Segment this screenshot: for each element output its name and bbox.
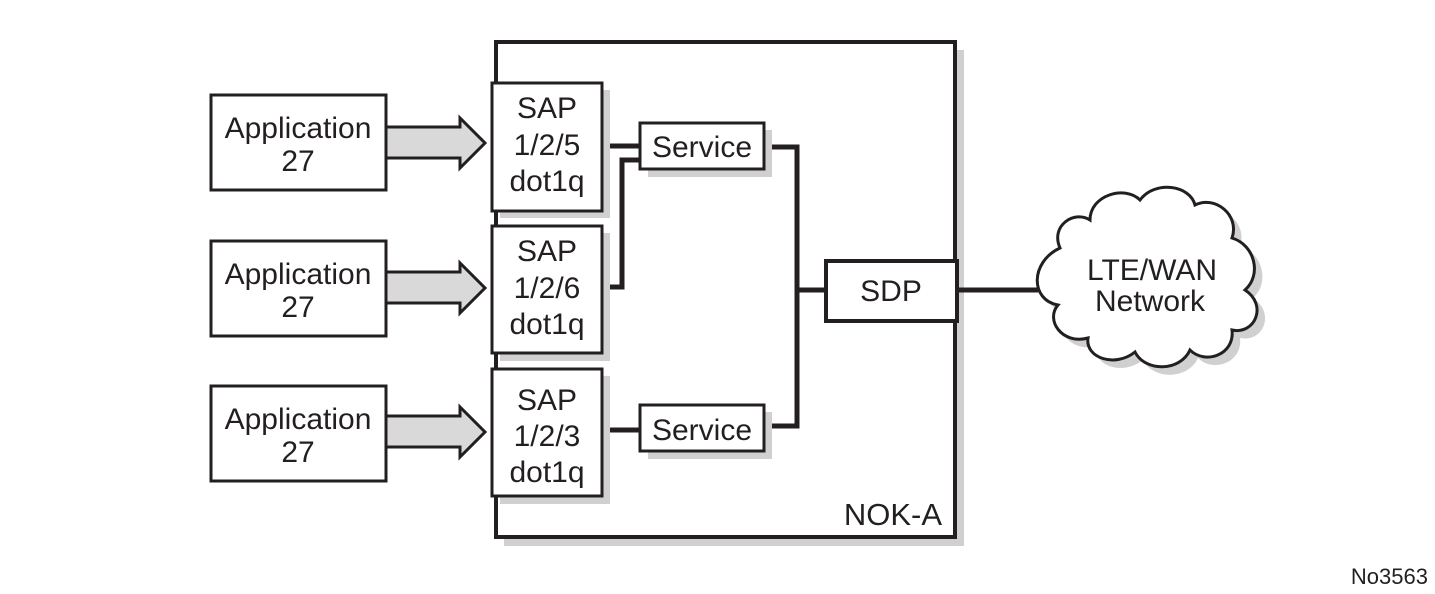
sdp-label: SDP — [860, 275, 922, 308]
sap-port: 1/2/6 — [514, 272, 581, 305]
service-box — [638, 121, 766, 171]
application-label: Application — [225, 258, 372, 291]
sap-1-2-3: SAP 1/2/3 dot1q — [490, 367, 610, 504]
sap-1-2-6: SAP 1/2/6 dot1q — [490, 224, 610, 361]
sap-port: 1/2/3 — [514, 420, 581, 453]
sap-box — [490, 367, 604, 498]
sap-box — [490, 224, 604, 355]
application-3: Application 27 — [209, 384, 388, 483]
sap-encap: dot1q — [509, 165, 584, 198]
application-1: Application 27 — [209, 93, 388, 192]
sap-label: SAP — [517, 92, 577, 125]
application-2: Application 27 — [209, 239, 388, 338]
application-label: Application — [225, 403, 372, 436]
service-box — [638, 403, 766, 453]
network-cloud: LTE/WAN Network — [1035, 185, 1266, 375]
sdp-box — [824, 259, 959, 323]
network-label-line2: Network — [1095, 285, 1206, 318]
arrows — [384, 114, 488, 461]
cloud-icon — [1035, 185, 1259, 369]
application-box — [209, 93, 388, 192]
sap-box — [490, 81, 604, 213]
arrow-right-icon — [384, 403, 488, 461]
sap-label: SAP — [517, 384, 577, 417]
service-label: Service — [652, 414, 752, 447]
application-box — [209, 239, 388, 338]
arrow-right-icon — [384, 259, 488, 317]
link-services-bus — [764, 144, 800, 429]
application-number: 27 — [281, 436, 314, 469]
sap-label: SAP — [517, 235, 577, 268]
sap-encap: dot1q — [509, 456, 584, 489]
node-label: NOK-A — [844, 497, 943, 532]
sap-encap: dot1q — [509, 308, 584, 341]
service-2: Service — [638, 403, 772, 459]
network-label-line1: LTE/WAN — [1087, 254, 1217, 287]
service-label: Service — [652, 131, 752, 164]
sap-port: 1/2/5 — [514, 129, 581, 162]
application-box — [209, 384, 388, 483]
service-1: Service — [638, 121, 772, 177]
application-label: Application — [225, 112, 372, 145]
figure-id: No3563 — [1351, 564, 1428, 589]
application-number: 27 — [281, 291, 314, 324]
arrow-right-icon — [384, 114, 488, 172]
sdp: SDP — [824, 259, 959, 323]
link-sap126-service1 — [602, 157, 640, 290]
application-number: 27 — [281, 145, 314, 178]
sap-1-2-5: SAP 1/2/5 dot1q — [490, 81, 610, 218]
